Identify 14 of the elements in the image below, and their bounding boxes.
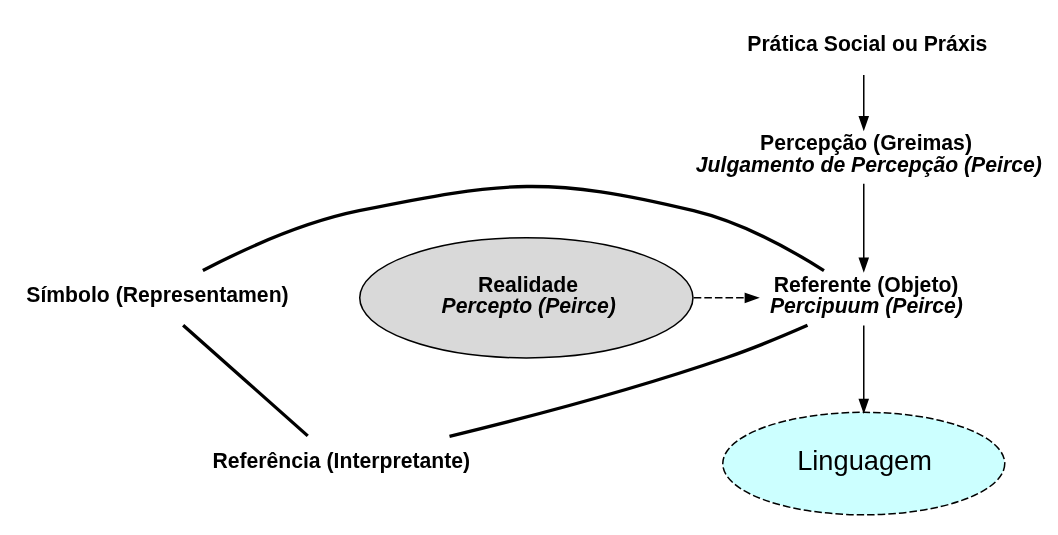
arrow	[693, 292, 760, 304]
arrow	[858, 74, 870, 132]
node-text: Símbolo (Representamen)	[26, 282, 289, 306]
node-text: Prática Social ou Práxis	[747, 32, 988, 56]
arrow	[858, 183, 870, 273]
arrow	[858, 324, 870, 414]
connector	[202, 184, 825, 272]
connector	[182, 323, 309, 438]
node-ellipse: Realidade Percepto (Peirce)	[358, 237, 694, 359]
connector	[449, 323, 809, 438]
node-text: Referência (Interpretante)	[212, 448, 471, 472]
node-ellipse: Linguagem	[722, 411, 1006, 516]
node-text: Referente (Objeto) Percipuum (Peirce)	[769, 273, 963, 318]
node-text: Percepção (Greimas) Julgamento de Percepção (Peirce)	[695, 131, 1042, 176]
